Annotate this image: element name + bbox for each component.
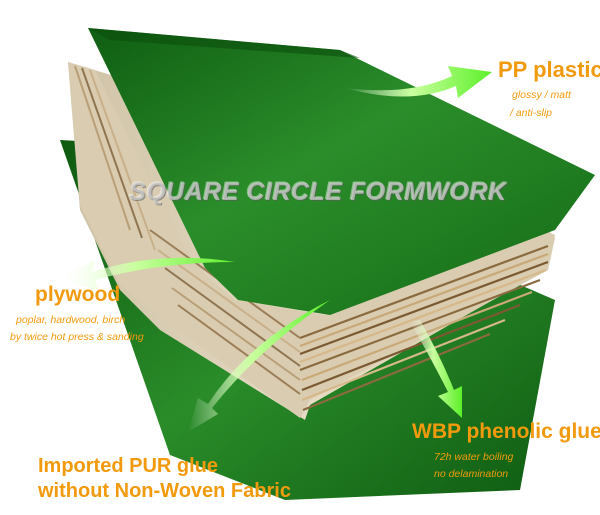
arrow-to-pur-glue — [188, 300, 330, 432]
plywood-left-edge — [74, 65, 301, 395]
arrow-to-pp-plastic — [345, 66, 492, 98]
pp-plastic-line2: / anti-slip — [510, 107, 553, 119]
pur-glue-line1: Imported PUR glue — [38, 455, 219, 477]
arrow-to-wbp-glue — [410, 320, 462, 418]
wbp-glue-line2: no delamination — [434, 468, 509, 480]
pp-plastic-line1: glossy / matt — [512, 89, 571, 101]
plywood-title: plywood — [35, 283, 121, 306]
watermark-text: SQUARE CIRCLE FORMWORK — [129, 178, 507, 206]
wbp-glue-line1: 72h water boiling — [434, 451, 514, 463]
plywood-line2: by twice hot press & sanding — [10, 331, 144, 343]
plywood-line1: poplar, hardwood, birch — [16, 314, 126, 326]
arrow-to-plywood — [55, 257, 235, 290]
plywood-edge-layers — [299, 244, 549, 412]
pp-plastic-title: PP plastic — [498, 57, 600, 82]
top-film-sheet — [88, 28, 595, 315]
pur-glue-line2: without Non-Woven Fabric — [38, 480, 291, 502]
wbp-glue-title: WBP phenolic glue — [412, 420, 600, 443]
